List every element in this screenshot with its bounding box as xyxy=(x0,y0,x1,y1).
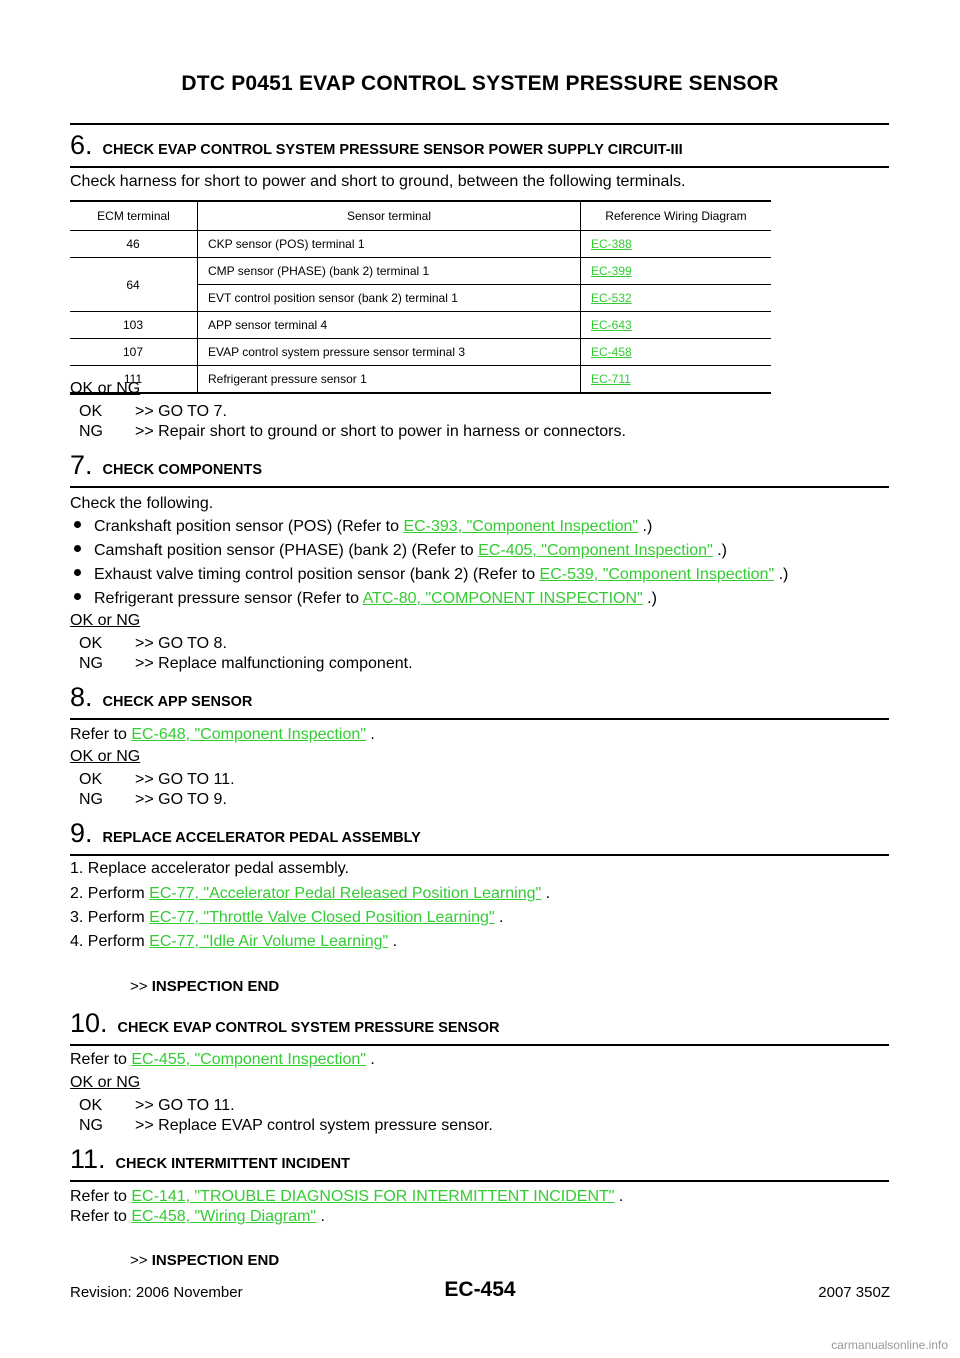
list-item: 4. Perform EC-77, "Idle Air Volume Learn… xyxy=(70,933,398,950)
page-number: EC-454 xyxy=(444,1278,516,1301)
step-title: CHECK COMPONENTS xyxy=(102,462,263,478)
step-7-header: 7. CHECK COMPONENTS xyxy=(70,452,889,488)
ok-result: OK>> GO TO 7. xyxy=(79,403,227,420)
sensor-cell: CMP sensor (PHASE) (bank 2) terminal 1 xyxy=(197,257,581,285)
reference-link[interactable]: EC-711 xyxy=(591,372,631,386)
step-title: REPLACE ACCELERATOR PEDAL ASSEMBLY xyxy=(102,830,421,846)
step-title: CHECK EVAP CONTROL SYSTEM PRESSURE SENSO… xyxy=(102,142,683,158)
reference-link[interactable]: EC-388 xyxy=(591,237,632,251)
step-7-results: OK>> GO TO 8. NG>> Replace malfunctionin… xyxy=(79,634,413,674)
revision-text: Revision: 2006 November xyxy=(70,1284,243,1301)
table-header-row: ECM terminal Sensor terminal Reference W… xyxy=(70,200,771,231)
reference-link[interactable]: EC-77, "Accelerator Pedal Released Posit… xyxy=(149,885,542,902)
step-number: 10. xyxy=(70,1008,108,1038)
step-8-results: OK>> GO TO 11. NG>> GO TO 9. xyxy=(79,770,235,810)
ok-result: OK>> GO TO 11. xyxy=(79,1097,235,1114)
step-title: CHECK APP SENSOR xyxy=(102,694,253,710)
ng-result: NG>> Repair short to ground or short to … xyxy=(79,423,626,440)
reference-link[interactable]: EC-77, "Throttle Valve Closed Position L… xyxy=(149,909,495,926)
step-11-header: 11. CHECK INTERMITTENT INCIDENT xyxy=(70,1146,889,1182)
step-10-results: OK>> GO TO 11. NG>> Replace EVAP control… xyxy=(79,1096,493,1136)
inspection-end-label: >> INSPECTION END xyxy=(130,978,280,995)
bullet-icon xyxy=(74,593,81,601)
list-item: Crankshaft position sensor (POS) (Refer … xyxy=(70,518,652,536)
reference-link[interactable]: EC-643 xyxy=(591,318,632,332)
reference-link[interactable]: EC-405, "Component Inspection" xyxy=(478,542,713,559)
step-8-reference: Refer to EC-648, "Component Inspection" … xyxy=(70,726,375,743)
table-row: EVT control position sensor (bank 2) ter… xyxy=(70,284,771,312)
reference-link[interactable]: EC-393, "Component Inspection" xyxy=(403,518,639,535)
table-row: 103 APP sensor terminal 4 EC-643 xyxy=(70,311,771,339)
list-item: Exhaust valve timing control position se… xyxy=(70,566,788,584)
list-item: 1. Replace accelerator pedal assembly. xyxy=(70,860,349,877)
step-10-header: 10. CHECK EVAP CONTROL SYSTEM PRESSURE S… xyxy=(70,1010,889,1046)
ok-result: OK>> GO TO 11. xyxy=(79,771,235,788)
sensor-cell: EVT control position sensor (bank 2) ter… xyxy=(197,284,581,312)
reference-link[interactable]: EC-77, "Idle Air Volume Learning" xyxy=(149,933,389,950)
table-row: 107 EVAP control system pressure sensor … xyxy=(70,338,771,366)
bullet-icon xyxy=(74,545,81,553)
table-row: 64 CMP sensor (PHASE) (bank 2) terminal … xyxy=(70,257,771,312)
reference-link[interactable]: EC-458 xyxy=(591,345,632,359)
step-number: 9. xyxy=(70,818,93,848)
reference-link[interactable]: ATC-80, "COMPONENT INSPECTION" xyxy=(362,590,643,607)
ecm-cell: 64 xyxy=(70,257,198,312)
step-7-intro: Check the following. xyxy=(70,495,214,512)
step-6-header: 6. CHECK EVAP CONTROL SYSTEM PRESSURE SE… xyxy=(70,132,889,168)
col-header-sensor: Sensor terminal xyxy=(197,200,581,231)
ng-result: NG>> Replace EVAP control system pressur… xyxy=(79,1117,493,1134)
col-header-reference: Reference Wiring Diagram xyxy=(580,200,771,231)
reference-link[interactable]: EC-399 xyxy=(591,264,632,278)
step-number: 6. xyxy=(70,130,93,160)
list-item: 2. Perform EC-77, "Accelerator Pedal Rel… xyxy=(70,885,551,902)
step-11-reference-1: Refer to EC-141, "TROUBLE DIAGNOSIS FOR … xyxy=(70,1188,624,1205)
ng-result: NG>> GO TO 9. xyxy=(79,791,227,808)
reference-link[interactable]: EC-141, "TROUBLE DIAGNOSIS FOR INTERMITT… xyxy=(131,1188,615,1205)
model-text: 2007 350Z xyxy=(818,1284,890,1301)
reference-link[interactable]: EC-539, "Component Inspection" xyxy=(539,566,775,583)
wiring-table: ECM terminal Sensor terminal Reference W… xyxy=(70,200,771,394)
step-number: 11. xyxy=(70,1144,106,1174)
ng-result: NG>> Replace malfunctioning component. xyxy=(79,655,413,672)
list-item: 3. Perform EC-77, "Throttle Valve Closed… xyxy=(70,909,504,926)
ecm-cell: 103 xyxy=(70,311,198,339)
sensor-cell: EVAP control system pressure sensor term… xyxy=(197,338,581,366)
table-row: 46 CKP sensor (POS) terminal 1 EC-388 xyxy=(70,230,771,258)
step-title: CHECK EVAP CONTROL SYSTEM PRESSURE SENSO… xyxy=(117,1020,500,1036)
step-10-reference: Refer to EC-455, "Component Inspection" … xyxy=(70,1051,375,1068)
ok-or-ng-label: OK or NG xyxy=(70,380,141,397)
page-title: DTC P0451 EVAP CONTROL SYSTEM PRESSURE S… xyxy=(181,72,779,95)
inspection-end-label: >> INSPECTION END xyxy=(130,1252,280,1269)
step-title: CHECK INTERMITTENT INCIDENT xyxy=(115,1156,350,1172)
step-11-reference-2: Refer to EC-458, "Wiring Diagram" . xyxy=(70,1208,325,1225)
reference-link[interactable]: EC-455, "Component Inspection" xyxy=(131,1051,366,1068)
reference-link[interactable]: EC-458, "Wiring Diagram" xyxy=(131,1208,317,1225)
step-number: 7. xyxy=(70,450,93,480)
bullet-icon xyxy=(74,521,81,529)
step-9-header: 9. REPLACE ACCELERATOR PEDAL ASSEMBLY xyxy=(70,820,889,856)
step-number: 8. xyxy=(70,682,93,712)
sensor-cell: APP sensor terminal 4 xyxy=(197,311,581,339)
sensor-cell: CKP sensor (POS) terminal 1 xyxy=(197,230,581,258)
ecm-cell: 111 xyxy=(70,365,198,394)
ok-or-ng-label: OK or NG xyxy=(70,1074,141,1091)
sensor-cell: Refrigerant pressure sensor 1 xyxy=(197,365,581,394)
step-6-intro: Check harness for short to power and sho… xyxy=(70,173,686,190)
ok-result: OK>> GO TO 8. xyxy=(79,635,227,652)
step-8-header: 8. CHECK APP SENSOR xyxy=(70,684,889,720)
ecm-cell: 107 xyxy=(70,338,198,366)
bullet-icon xyxy=(74,569,81,577)
reference-link[interactable]: EC-648, "Component Inspection" xyxy=(131,726,366,743)
ecm-cell: 46 xyxy=(70,230,198,258)
list-item: Camshaft position sensor (PHASE) (bank 2… xyxy=(70,542,727,560)
watermark: carmanualsonline.info xyxy=(831,1338,948,1352)
ok-or-ng-label: OK or NG xyxy=(70,748,141,765)
ok-or-ng-label: OK or NG xyxy=(70,612,141,629)
table-row: 111 Refrigerant pressure sensor 1 EC-711 xyxy=(70,365,771,394)
step-6-results: OK>> GO TO 7. NG>> Repair short to groun… xyxy=(79,402,626,442)
list-item: Refrigerant pressure sensor (Refer to AT… xyxy=(70,590,657,608)
col-header-ecm: ECM terminal xyxy=(70,200,198,231)
title-rule xyxy=(70,123,889,125)
reference-link[interactable]: EC-532 xyxy=(591,291,632,305)
